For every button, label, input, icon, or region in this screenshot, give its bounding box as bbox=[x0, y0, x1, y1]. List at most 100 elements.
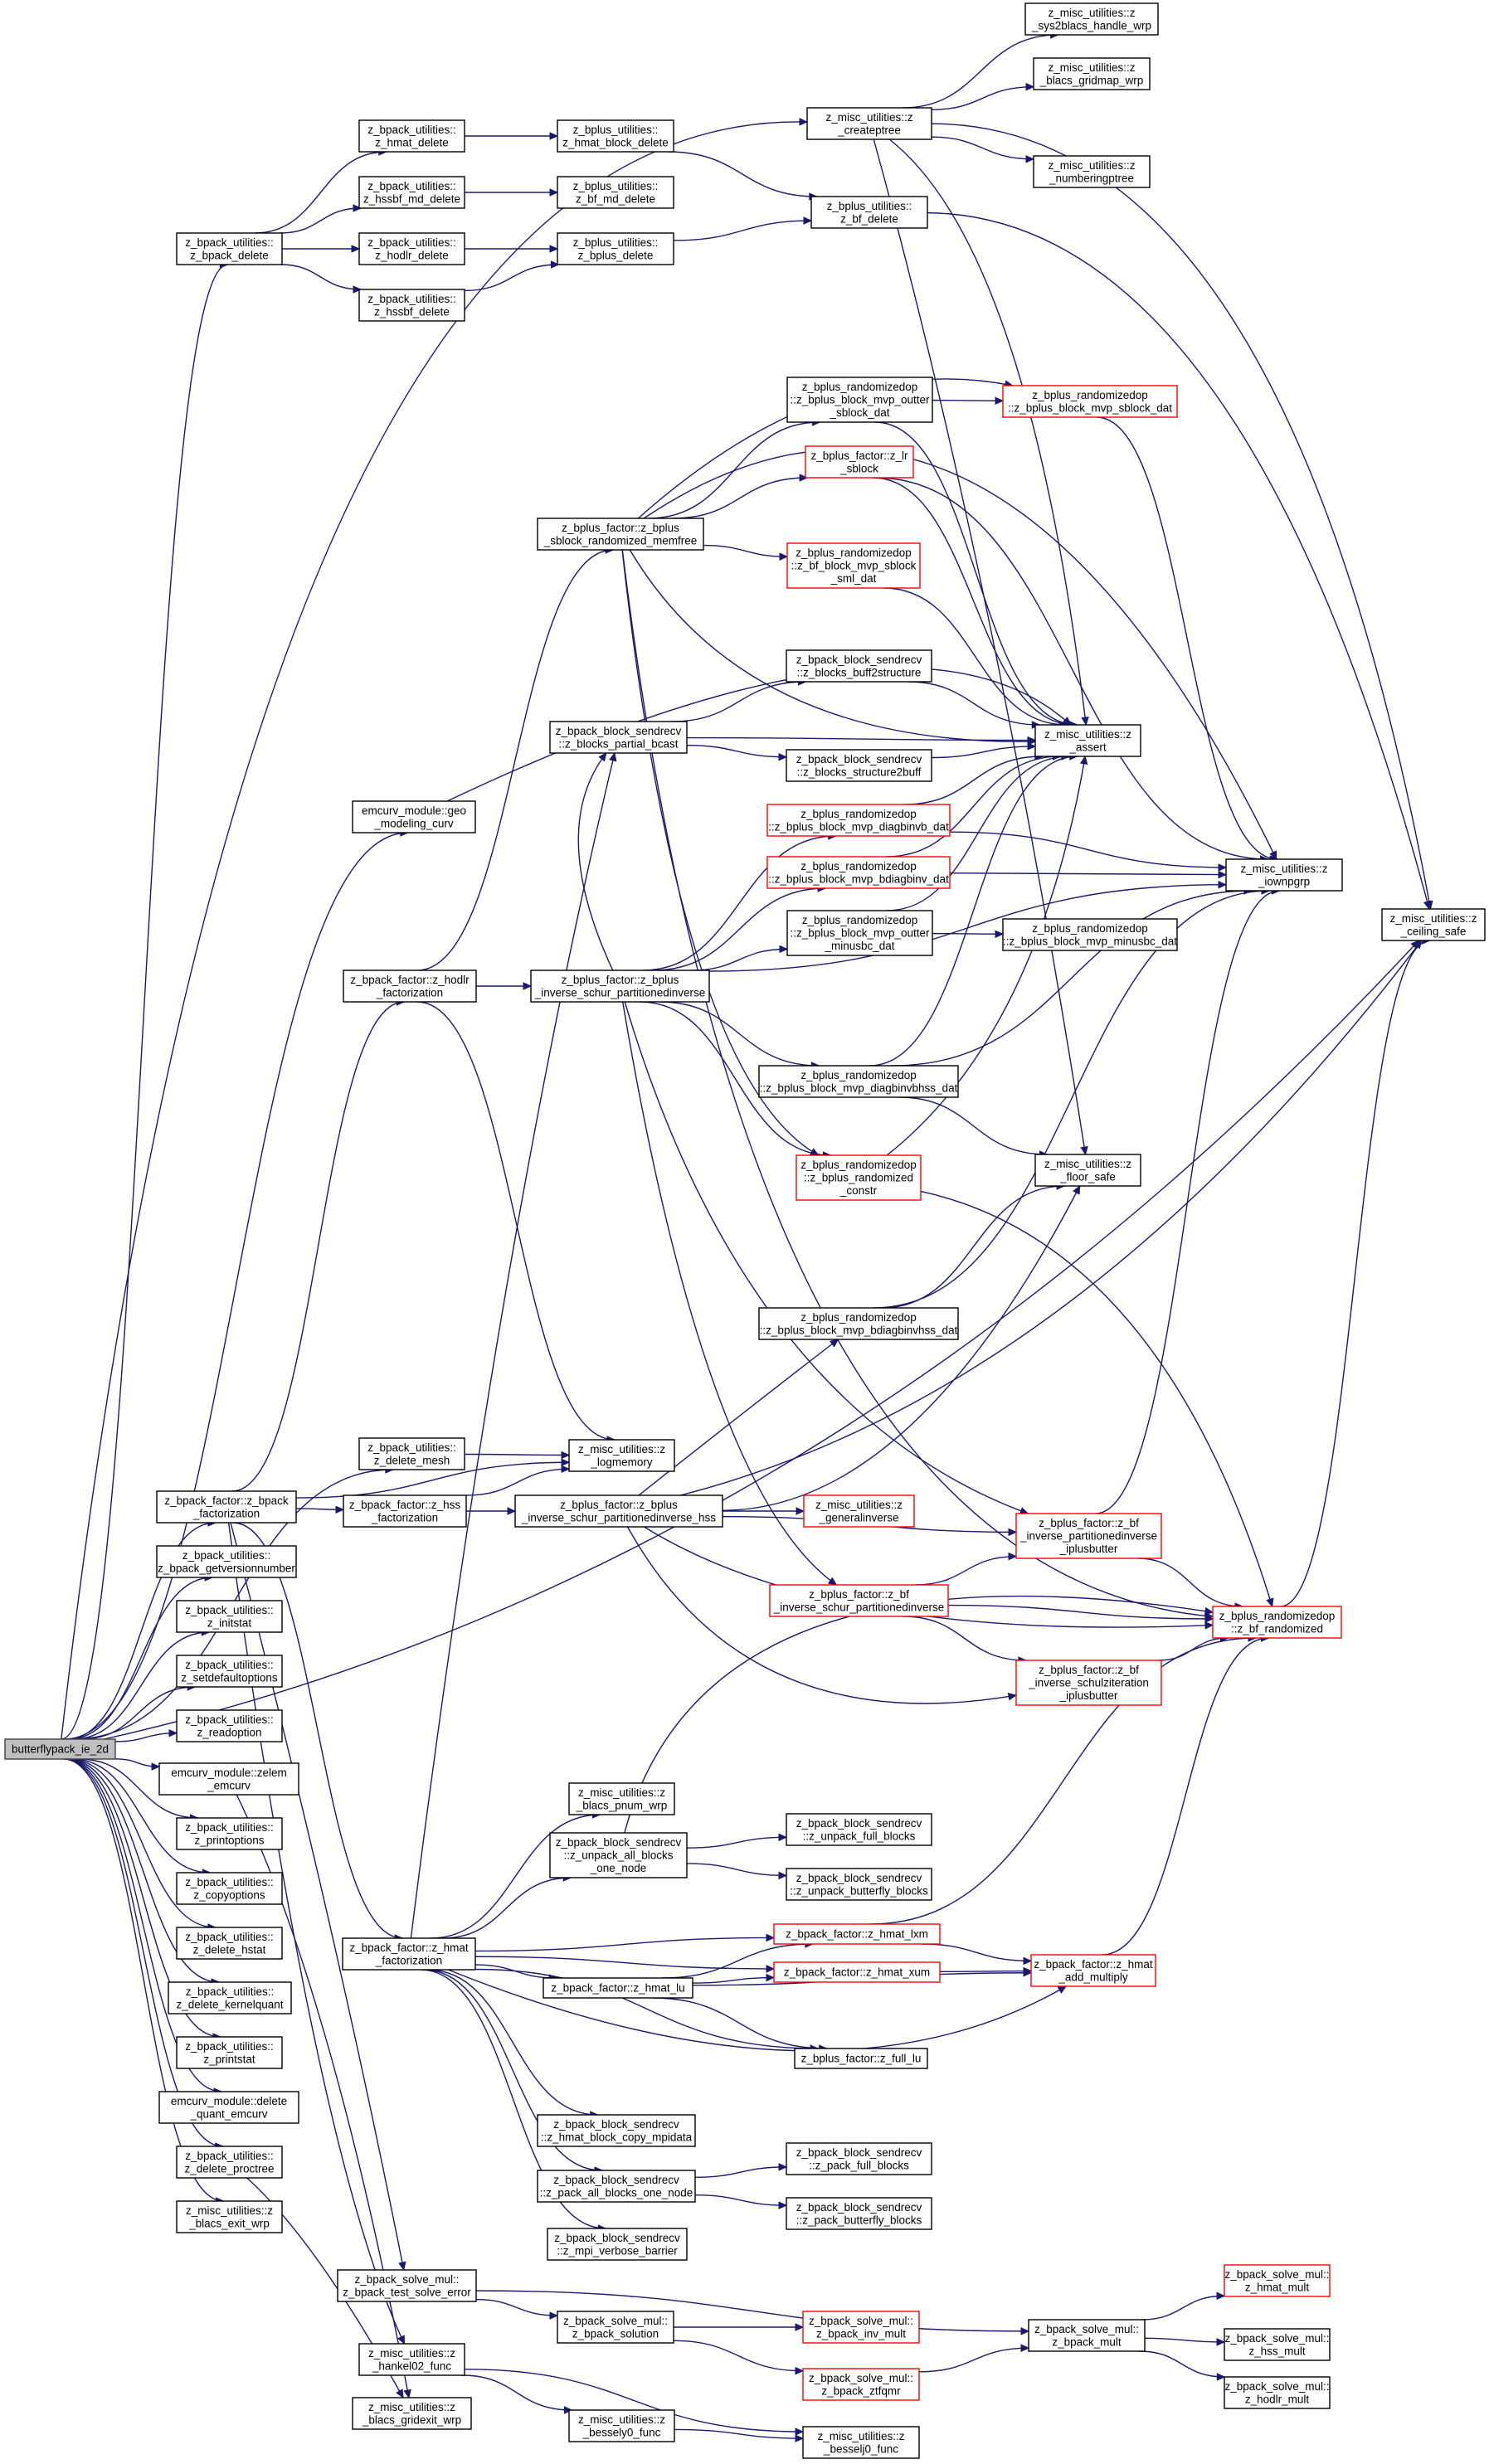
node-zhmat_add_multiply[interactable]: z_bpack_factor::z_hmat_add_multiply bbox=[1030, 1954, 1156, 1987]
node-zbuff2structure[interactable]: z_bpack_block_sendrecv::z_blocks_buff2st… bbox=[786, 649, 932, 683]
node-zhmat_mult[interactable]: z_bpack_solve_mul::z_hmat_mult bbox=[1224, 2264, 1331, 2297]
node-znumberingptree[interactable]: z_misc_utilities::z_numberingptree bbox=[1033, 155, 1151, 188]
node-zbessely0[interactable]: z_misc_utilities::z_bessely0_func bbox=[568, 2409, 675, 2442]
node-zpartial_bcast[interactable]: z_bpack_block_sendrecv::z_blocks_partial… bbox=[549, 721, 688, 754]
node-label-line: z_bplus_factor::z_bf bbox=[809, 1588, 909, 1601]
node-zhankel02[interactable]: z_misc_utilities::z_hankel02_func bbox=[358, 2343, 465, 2376]
node-zhssbf_md_delete[interactable]: z_bpack_utilities::z_hssbf_md_delete bbox=[358, 176, 465, 209]
node-zhss_fact[interactable]: z_bpack_factor::z_hss_factorization bbox=[343, 1494, 467, 1528]
node-zminusbc[interactable]: z_bplus_randomizedop::z_bplus_block_mvp_… bbox=[1002, 918, 1178, 951]
node-zstructure2buff[interactable]: z_bpack_block_sendrecv::z_blocks_structu… bbox=[786, 749, 932, 782]
node-zbf_randomized[interactable]: z_bplus_randomizedop::z_bf_randomized bbox=[1212, 1606, 1342, 1639]
node-root[interactable]: butterflypack_ie_2d bbox=[4, 1738, 116, 1760]
node-zsblock_memfree[interactable]: z_bplus_factor::z_bplus_sblock_randomize… bbox=[537, 518, 704, 551]
node-zbplus_randomized_constr[interactable]: z_bplus_randomizedop::z_bplus_randomized… bbox=[796, 1154, 922, 1201]
arrowhead bbox=[1216, 2338, 1226, 2346]
node-zouter_sblock[interactable]: z_bplus_randomizedop::z_bplus_block_mvp_… bbox=[786, 377, 933, 423]
node-zbpack_solution[interactable]: z_bpack_solve_mul::z_bpack_solution bbox=[557, 2311, 674, 2344]
call-edge-zhmat_lu-to-zfull_lu bbox=[652, 1997, 828, 2053]
node-zunpack_all[interactable]: z_bpack_block_sendrecv::z_unpack_all_blo… bbox=[549, 1832, 688, 1878]
node-zinitstat[interactable]: z_bpack_utilities::z_initstat bbox=[176, 1600, 283, 1633]
node-zhodlr_mult[interactable]: z_bpack_solve_mul::z_hodlr_mult bbox=[1224, 2376, 1331, 2409]
node-zblacs_gridexit[interactable]: z_misc_utilities::z_blacs_gridexit_wrp bbox=[352, 2397, 472, 2430]
node-box bbox=[769, 1584, 949, 1617]
node-zdiagbinvbhss[interactable]: z_bplus_randomizedop::z_bplus_block_mvp_… bbox=[758, 1065, 959, 1098]
node-zhmat_lu[interactable]: z_bpack_factor::z_hmat_lu bbox=[543, 1977, 693, 1999]
node-zhmat_fact[interactable]: z_bpack_factor::z_hmat_factorization bbox=[342, 1937, 476, 1971]
node-zcreateptree[interactable]: z_misc_utilities::z_createptree bbox=[806, 107, 932, 140]
node-zelem_emcurv[interactable]: emcurv_module::zelem_emcurv bbox=[158, 1762, 299, 1796]
node-zlogmemory[interactable]: z_misc_utilities::z_logmemory bbox=[568, 1439, 675, 1472]
node-zbesselj0[interactable]: z_misc_utilities::z_besselj0_func bbox=[802, 2426, 920, 2459]
node-zdelete_proctree[interactable]: z_bpack_utilities::z_delete_proctree bbox=[176, 2146, 283, 2179]
node-zdelete_quant[interactable]: emcurv_module::delete_quant_emcurv bbox=[158, 2091, 299, 2124]
node-zfull_lu[interactable]: z_bplus_factor::z_full_lu bbox=[794, 2048, 928, 2069]
node-zdiagbinvb[interactable]: z_bplus_randomizedop::z_bplus_block_mvp_… bbox=[766, 804, 951, 837]
node-zgeo_modeling[interactable]: emcurv_module::geo_modeling_curv bbox=[352, 800, 476, 833]
node-zpack_butterfly[interactable]: z_bpack_block_sendrecv::z_pack_butterfly… bbox=[786, 2197, 932, 2230]
node-zmpi_verbose[interactable]: z_bpack_block_sendrecv::z_mpi_verbose_ba… bbox=[547, 2228, 688, 2261]
node-zprintstat[interactable]: z_bpack_utilities::z_printstat bbox=[176, 2036, 283, 2069]
node-zblacs_exit[interactable]: z_misc_utilities::z_blacs_exit_wrp bbox=[176, 2200, 283, 2233]
node-zpack_all[interactable]: z_bpack_block_sendrecv::z_pack_all_block… bbox=[537, 2170, 696, 2203]
node-zunpack_full[interactable]: z_bpack_block_sendrecv::z_unpack_full_bl… bbox=[786, 1813, 932, 1846]
node-zbf_schur_part[interactable]: z_bplus_factor::z_bf_inverse_schur_parti… bbox=[769, 1584, 949, 1617]
node-zbf_schulz[interactable]: z_bplus_factor::z_bf_inverse_schulzitera… bbox=[1015, 1660, 1162, 1706]
node-zhmat_block_copy[interactable]: z_bpack_block_sendrecv::z_hmat_block_cop… bbox=[537, 2114, 696, 2147]
node-zhssbf_delete[interactable]: z_bpack_utilities::z_hssbf_delete bbox=[358, 289, 465, 322]
node-zdelete_kernelquant[interactable]: z_bpack_utilities::z_delete_kernelquant bbox=[168, 1981, 292, 2014]
node-zgeneralinverse[interactable]: z_misc_utilities::z_generalinverse bbox=[803, 1494, 915, 1528]
node-zbpack_ztfqmr[interactable]: z_bpack_solve_mul::z_bpack_ztfqmr bbox=[802, 2368, 920, 2401]
node-zbplus_delete[interactable]: z_bplus_utilities::z_bplus_delete bbox=[557, 232, 674, 265]
node-zfloor_safe[interactable]: z_misc_utilities::z_floor_safe bbox=[1034, 1154, 1141, 1187]
node-zpack_full[interactable]: z_bpack_block_sendrecv::z_pack_full_bloc… bbox=[786, 2142, 932, 2175]
node-box bbox=[176, 2146, 283, 2179]
node-zunpack_butterfly[interactable]: z_bpack_block_sendrecv::z_unpack_butterf… bbox=[786, 1868, 932, 1901]
node-zdelete_mesh[interactable]: z_bpack_utilities::z_delete_mesh bbox=[358, 1437, 465, 1470]
node-zbpack_fact[interactable]: z_bpack_factor::z_bpack_factorization bbox=[156, 1490, 297, 1524]
node-zbf_delete[interactable]: z_bplus_utilities::z_bf_delete bbox=[810, 196, 928, 229]
node-zbpack_mult[interactable]: z_bpack_solve_mul::z_bpack_mult bbox=[1028, 2319, 1146, 2352]
node-zcopyoptions[interactable]: z_bpack_utilities::z_copyoptions bbox=[176, 1872, 283, 1905]
node-zreadoption[interactable]: z_bpack_utilities::z_readoption bbox=[176, 1709, 283, 1742]
node-zschur_part_hss[interactable]: z_bplus_factor::z_bplus_inverse_schur_pa… bbox=[514, 1494, 723, 1528]
node-zbpack_inv_mult[interactable]: z_bpack_solve_mul::z_bpack_inv_mult bbox=[802, 2311, 920, 2344]
edge-line bbox=[1144, 2337, 1225, 2343]
node-zbpack_delete[interactable]: z_bpack_utilities::z_bpack_delete bbox=[176, 232, 283, 265]
node-zhss_mult[interactable]: z_bpack_solve_mul::z_hss_mult bbox=[1224, 2328, 1331, 2361]
node-label-line: z_misc_utilities::z bbox=[1048, 7, 1135, 19]
node-zhmat_delete[interactable]: z_bpack_utilities::z_hmat_delete bbox=[358, 119, 465, 153]
node-zouter_minusbc[interactable]: z_bplus_randomizedop::z_bplus_block_mvp_… bbox=[786, 910, 933, 956]
node-zlr_sblock[interactable]: z_bplus_factor::z_lr_sblock bbox=[805, 445, 914, 479]
node-label-line: z_bpack_utilities:: bbox=[185, 1604, 274, 1616]
node-zbf_inv_plusbutter[interactable]: z_bplus_factor::z_bf_inverse_partitioned… bbox=[1015, 1513, 1162, 1559]
call-edge-zschur_part-to-zouter_minusbc bbox=[691, 945, 789, 971]
node-ziownpgrp[interactable]: z_misc_utilities::z_iownpgrp bbox=[1225, 858, 1343, 892]
node-zblacs_pnum[interactable]: z_misc_utilities::z_blacs_pnum_wrp bbox=[568, 1782, 675, 1815]
node-zhodlr_delete[interactable]: z_bpack_utilities::z_hodlr_delete bbox=[358, 232, 465, 265]
node-zbdiagbinv[interactable]: z_bplus_randomizedop::z_bplus_block_mvp_… bbox=[766, 856, 951, 889]
node-zprintoptions[interactable]: z_bpack_utilities::z_printoptions bbox=[176, 1817, 283, 1850]
node-zhmat_lxm[interactable]: z_bpack_factor::z_hmat_lxm bbox=[773, 1923, 941, 1945]
node-box bbox=[806, 107, 932, 140]
node-zassert[interactable]: z_misc_utilities::z_assert bbox=[1034, 724, 1141, 757]
node-zsys2blacs[interactable]: z_misc_utilities::z_sys2blacs_handle_wrp bbox=[1024, 2, 1159, 36]
node-zbdiagbinvhss[interactable]: z_bplus_randomizedop::z_bplus_block_mvp_… bbox=[758, 1307, 959, 1340]
node-zhmat_xum[interactable]: z_bpack_factor::z_hmat_xum bbox=[773, 1961, 941, 1983]
edge-line bbox=[874, 421, 1078, 726]
node-zbplus_sblock_dat[interactable]: z_bplus_randomizedop::z_bplus_block_mvp_… bbox=[1002, 385, 1178, 418]
node-zdelete_hstat[interactable]: z_bpack_utilities::z_delete_hstat bbox=[176, 1927, 283, 1960]
node-zblacs_gridmap[interactable]: z_misc_utilities::z_blacs_gridmap_wrp bbox=[1033, 57, 1151, 90]
node-zschur_part[interactable]: z_bplus_factor::z_bplus_inverse_schur_pa… bbox=[530, 970, 710, 1003]
node-zceiling_safe[interactable]: z_misc_utilities::z_ceiling_safe bbox=[1381, 908, 1486, 941]
node-zgetversion[interactable]: z_bpack_utilities::z_bpack_getversionnum… bbox=[156, 1545, 297, 1578]
node-zbf_sblock_sml[interactable]: z_bplus_randomizedop::z_bf_block_mvp_sbl… bbox=[786, 542, 921, 589]
node-zbf_md_delete[interactable]: z_bplus_utilities::z_bf_md_delete bbox=[557, 176, 674, 209]
node-ztest_solve[interactable]: z_bpack_solve_mul::z_bpack_test_solve_er… bbox=[337, 2269, 477, 2302]
node-zhodlr_fact[interactable]: z_bpack_factor::z_hodlr_factorization bbox=[343, 970, 477, 1003]
node-zsetdefault[interactable]: z_bpack_utilities::z_setdefaultoptions bbox=[176, 1655, 283, 1688]
arrowhead bbox=[1079, 755, 1088, 765]
node-zhmat_block_delete[interactable]: z_bplus_utilities::z_hmat_block_delete bbox=[557, 119, 674, 153]
node-label-line: z_bpack_factor::z_hmat bbox=[1034, 1958, 1153, 1971]
arrowhead bbox=[829, 1339, 839, 1348]
